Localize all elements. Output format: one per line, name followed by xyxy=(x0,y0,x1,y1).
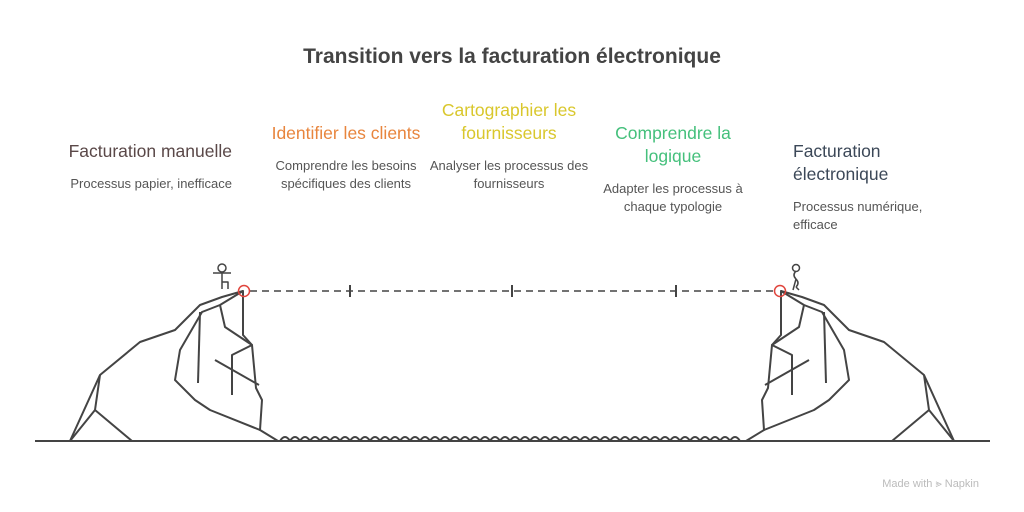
made-with-napkin[interactable]: Made with ⪢ Napkin xyxy=(882,478,979,491)
step-title: Comprendre la logique xyxy=(615,123,731,166)
step-identify: Identifier les clients Comprendre les be… xyxy=(261,122,431,193)
end-marker xyxy=(773,284,787,298)
step-desc: Processus papier, inefficace xyxy=(70,176,232,191)
start-marker xyxy=(237,284,251,298)
napkin-logo-icon: ⪢ xyxy=(935,478,942,490)
step-end: Facturation électronique Processus numér… xyxy=(793,140,953,234)
step-logic: Comprendre la logique Adapter les proces… xyxy=(588,122,758,216)
step-start: Facturation manuelle Processus papier, i… xyxy=(62,140,232,193)
step-title: Cartographier les fournisseurs xyxy=(441,100,577,143)
step-title: Identifier les clients xyxy=(271,123,421,143)
step-desc: Comprendre les besoins spécifiques des c… xyxy=(275,158,417,191)
step-desc: Analyser les processus des fournisseurs xyxy=(429,158,589,191)
milestone-ticks xyxy=(349,285,677,297)
step-title: Facturation manuelle xyxy=(68,141,232,161)
step-desc: Adapter les processus à chaque typologie xyxy=(603,181,743,214)
person-icon xyxy=(213,263,231,289)
right-cliff xyxy=(745,290,955,442)
left-cliff xyxy=(69,290,279,442)
step-map: Cartographier les fournisseurs Analyser … xyxy=(424,99,594,193)
made-with-label: Made with xyxy=(882,478,933,490)
person-icon xyxy=(791,263,801,291)
water-waves xyxy=(279,436,741,442)
brand-label: Napkin xyxy=(944,478,979,490)
step-title: Facturation électronique xyxy=(793,141,889,184)
step-desc: Processus numérique, efficace xyxy=(793,199,923,232)
diagram-title: Transition vers la facturation électroni… xyxy=(303,45,721,68)
